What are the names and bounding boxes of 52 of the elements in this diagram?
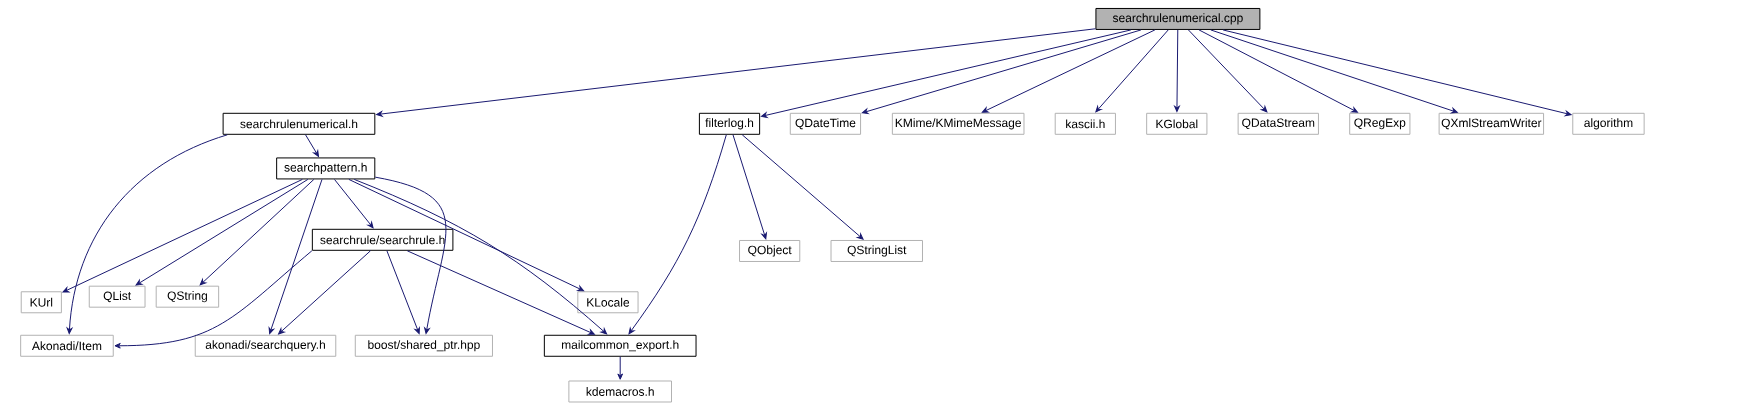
arrow xyxy=(1174,29,1180,113)
arrow xyxy=(406,250,595,335)
arrow xyxy=(62,178,303,293)
arrow xyxy=(741,134,864,240)
file-box: searchpattern.h xyxy=(276,157,376,180)
file-box: QStringList xyxy=(830,239,923,262)
file-box: KUrl xyxy=(20,291,62,314)
arrow xyxy=(278,250,371,335)
arrow xyxy=(1095,29,1169,113)
arrow xyxy=(732,134,767,240)
arrow xyxy=(617,356,623,380)
file-box: kascii.h xyxy=(1054,112,1116,135)
arrow xyxy=(199,178,315,286)
file-box: mailcommon_export.h xyxy=(543,334,697,357)
arrow xyxy=(114,250,313,349)
file-box: QRegExp xyxy=(1349,112,1411,135)
arrow xyxy=(1187,29,1268,113)
file-box: KMime/KMimeMessage xyxy=(891,112,1025,135)
arrow xyxy=(305,134,319,157)
file-box: QDateTime xyxy=(789,112,862,135)
file-box: QXmlStreamWriter xyxy=(1438,112,1545,135)
arrow xyxy=(981,29,1156,113)
arrow xyxy=(376,28,1096,117)
file-box: KLocale xyxy=(577,291,639,314)
arrow xyxy=(135,178,309,286)
arrow xyxy=(628,134,727,335)
arrow xyxy=(348,178,585,292)
file-box: filterlog.h xyxy=(698,112,761,135)
arrow xyxy=(861,29,1142,115)
arrow xyxy=(386,250,420,335)
arrow xyxy=(374,176,447,335)
arrow xyxy=(1210,29,1458,114)
file-box: KGlobal xyxy=(1146,112,1208,135)
file-box: akonadi/searchquery.h xyxy=(194,334,337,357)
arrow xyxy=(334,178,374,229)
arrow xyxy=(1222,29,1572,117)
file-box: kdemacros.h xyxy=(568,380,672,403)
arrow xyxy=(268,178,323,335)
arrow xyxy=(760,29,1132,118)
arrow xyxy=(1198,29,1359,113)
file-box: searchrule/searchrule.h xyxy=(311,228,454,251)
arrow xyxy=(353,178,608,335)
file-box: QList xyxy=(88,285,146,308)
file-box: QDataStream xyxy=(1237,112,1319,135)
file-box: algorithm xyxy=(1572,112,1645,135)
file-box: Akonadi/Item xyxy=(20,334,114,357)
file-box: QObject xyxy=(739,239,801,262)
file-box: searchrulenumerical.h xyxy=(222,112,376,135)
file-box: boost/shared_ptr.hpp xyxy=(354,334,493,357)
file-box: QString xyxy=(155,285,220,308)
arrow xyxy=(66,134,228,334)
file-box: searchrulenumerical.cpp xyxy=(1095,7,1261,30)
